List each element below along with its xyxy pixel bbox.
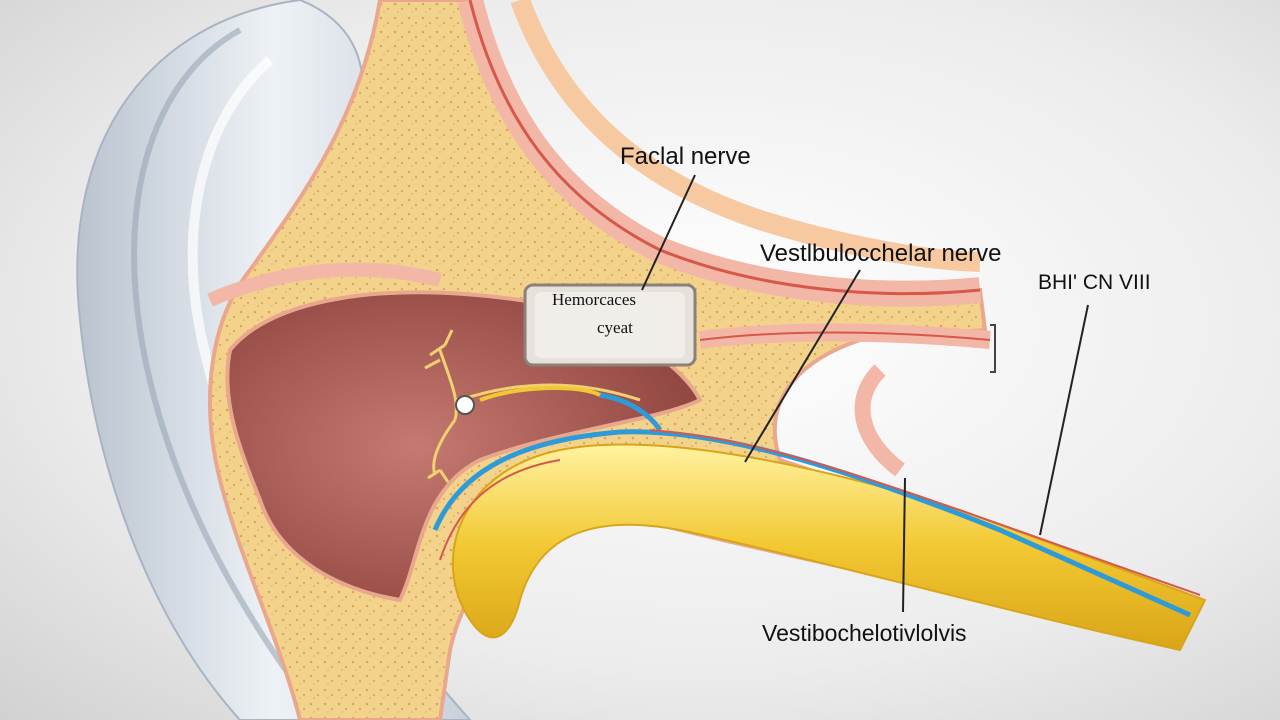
blue-nerve-branch bbox=[599, 392, 663, 432]
labeled-box bbox=[523, 283, 697, 367]
label-cn-viii: BHI' CN VIII bbox=[1038, 271, 1151, 294]
label-bottom-nerve: Vestibochelotivlolvis bbox=[762, 620, 967, 646]
blue-nerve-line bbox=[432, 429, 1192, 618]
label-box-line-1: Hemorcaces bbox=[552, 290, 637, 309]
label-facial-nerve: Faclal nerve bbox=[620, 143, 751, 170]
bracket-mark bbox=[990, 324, 996, 373]
red-vessel-line-2 bbox=[439, 459, 561, 561]
leader-vestibulocochlear bbox=[744, 269, 861, 463]
leader-facial-nerve bbox=[641, 174, 696, 291]
vestibulocochlear-nerve-tube bbox=[451, 443, 1207, 652]
label-box-line-2: cyeat bbox=[597, 318, 633, 337]
leader-cn-viii bbox=[1039, 304, 1089, 536]
leader-lines bbox=[641, 174, 1089, 613]
middle-ear-cavity bbox=[225, 290, 703, 603]
leader-bottom-label bbox=[902, 477, 906, 613]
label-vestibulocochlear-nerve: Vestlbulocchelar nerve bbox=[760, 240, 1002, 267]
red-vessel-line bbox=[649, 429, 1201, 596]
nerve-branches bbox=[424, 329, 641, 483]
yellow-nerve-branch bbox=[479, 386, 601, 402]
